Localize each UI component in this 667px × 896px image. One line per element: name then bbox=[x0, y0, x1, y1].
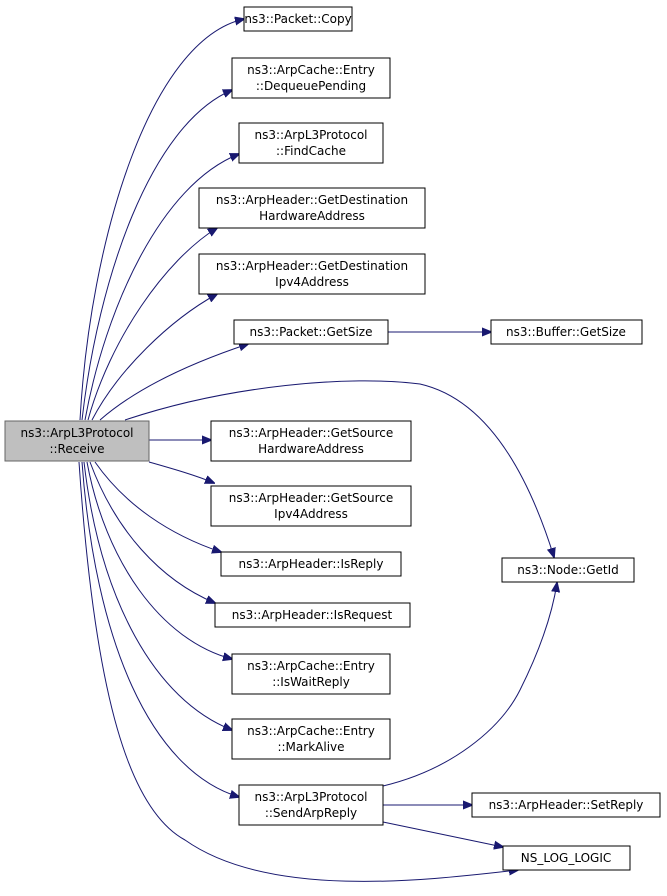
node-is-wait-reply[interactable]: ns3::ArpCache::Entry ::IsWaitReply bbox=[231, 653, 391, 695]
node-dequeue-pending-label-line1: ns3::ArpCache::Entry bbox=[247, 63, 375, 77]
edge-receive-to-is-request bbox=[89, 461, 215, 603]
edge-receive-to-packet-copy bbox=[79, 19, 244, 421]
node-dequeue-pending-label-line2: ::DequeuePending bbox=[256, 79, 366, 93]
node-send-arp-reply-label-line1: ns3::ArpL3Protocol bbox=[254, 790, 367, 804]
node-mark-alive-label-line1: ns3::ArpCache::Entry bbox=[247, 724, 375, 738]
node-find-cache-label-line1: ns3::ArpL3Protocol bbox=[254, 128, 367, 142]
node-packet-copy-label: ns3::Packet::Copy bbox=[244, 12, 351, 26]
node-is-request-label: ns3::ArpHeader::IsRequest bbox=[232, 608, 393, 622]
edge-receive-to-ns-log-logic bbox=[78, 461, 518, 882]
edge-receive-to-is-reply bbox=[94, 461, 221, 552]
node-get-source-ipv4-address[interactable]: ns3::ArpHeader::GetSource Ipv4Address bbox=[210, 485, 412, 527]
edge-receive-to-packet-getsize bbox=[99, 344, 248, 421]
node-get-destination-hardware-address[interactable]: ns3::ArpHeader::GetDestination HardwareA… bbox=[198, 187, 426, 229]
node-mark-alive-label-line2: ::MarkAlive bbox=[277, 740, 344, 754]
edge-send-arp-reply-to-ns-log-logic bbox=[382, 821, 503, 847]
node-receive[interactable]: ns3::ArpL3Protocol ::Receive bbox=[4, 420, 150, 462]
node-get-source-hardware-address[interactable]: ns3::ArpHeader::GetSource HardwareAddres… bbox=[210, 420, 412, 462]
node-find-cache-label-line2: ::FindCache bbox=[276, 144, 346, 158]
node-get-dest-ipv4-label-line2: Ipv4Address bbox=[275, 275, 349, 289]
edge-receive-to-mark-alive bbox=[83, 461, 232, 730]
node-is-reply[interactable]: ns3::ArpHeader::IsReply bbox=[220, 551, 402, 577]
node-set-reply-label: ns3::ArpHeader::SetReply bbox=[489, 798, 644, 812]
node-get-destination-ipv4-address[interactable]: ns3::ArpHeader::GetDestination Ipv4Addre… bbox=[198, 253, 426, 295]
node-node-getid-label: ns3::Node::GetId bbox=[517, 563, 619, 577]
node-packet-getsize-label: ns3::Packet::GetSize bbox=[250, 325, 373, 339]
node-get-src-ipv4-label-line2: Ipv4Address bbox=[274, 507, 348, 521]
node-is-wait-reply-label-line2: ::IsWaitReply bbox=[272, 675, 350, 689]
edges bbox=[78, 19, 557, 882]
node-ns-log-logic[interactable]: NS_LOG_LOGIC bbox=[502, 845, 631, 871]
node-packet-copy[interactable]: ns3::Packet::Copy bbox=[243, 6, 353, 32]
node-is-request[interactable]: ns3::ArpHeader::IsRequest bbox=[214, 602, 411, 628]
node-is-wait-reply-label-line1: ns3::ArpCache::Entry bbox=[247, 659, 375, 673]
node-get-src-ipv4-label-line1: ns3::ArpHeader::GetSource bbox=[229, 491, 394, 505]
edge-receive-to-send-arp-reply bbox=[81, 461, 239, 797]
node-packet-getsize[interactable]: ns3::Packet::GetSize bbox=[233, 319, 389, 345]
edge-receive-to-get-dest-ipv4 bbox=[91, 294, 217, 421]
node-buffer-getsize[interactable]: ns3::Buffer::GetSize bbox=[490, 319, 643, 345]
node-get-src-hw-label-line1: ns3::ArpHeader::GetSource bbox=[229, 426, 394, 440]
node-set-reply[interactable]: ns3::ArpHeader::SetReply bbox=[471, 792, 661, 818]
node-receive-label-line2: ::Receive bbox=[49, 442, 104, 456]
node-get-src-hw-label-line2: HardwareAddress bbox=[258, 442, 364, 456]
node-send-arp-reply-label-line2: ::SendArpReply bbox=[265, 806, 357, 820]
node-buffer-getsize-label: ns3::Buffer::GetSize bbox=[506, 325, 626, 339]
edge-receive-to-get-dest-hw bbox=[87, 228, 217, 421]
node-get-dest-hw-label-line1: ns3::ArpHeader::GetDestination bbox=[216, 193, 408, 207]
edge-receive-to-node-getid bbox=[124, 380, 554, 557]
node-ns-log-logic-label: NS_LOG_LOGIC bbox=[521, 851, 612, 865]
node-node-getid[interactable]: ns3::Node::GetId bbox=[501, 557, 635, 583]
edge-receive-to-is-wait-reply bbox=[86, 461, 232, 659]
node-dequeue-pending[interactable]: ns3::ArpCache::Entry ::DequeuePending bbox=[231, 57, 391, 99]
node-get-dest-ipv4-label-line1: ns3::ArpHeader::GetDestination bbox=[216, 259, 408, 273]
edge-receive-to-find-cache bbox=[84, 154, 239, 421]
node-get-dest-hw-label-line2: HardwareAddress bbox=[259, 209, 365, 223]
node-mark-alive[interactable]: ns3::ArpCache::Entry ::MarkAlive bbox=[231, 718, 391, 760]
edge-receive-to-dequeue-pending bbox=[81, 90, 232, 421]
node-receive-label-line1: ns3::ArpL3Protocol bbox=[20, 426, 133, 440]
node-send-arp-reply[interactable]: ns3::ArpL3Protocol ::SendArpReply bbox=[238, 784, 384, 826]
node-is-reply-label: ns3::ArpHeader::IsReply bbox=[239, 557, 384, 571]
node-find-cache[interactable]: ns3::ArpL3Protocol ::FindCache bbox=[238, 122, 384, 164]
edge-send-arp-reply-to-node-getid bbox=[382, 583, 557, 787]
edge-receive-to-get-src-ipv4 bbox=[148, 461, 214, 483]
